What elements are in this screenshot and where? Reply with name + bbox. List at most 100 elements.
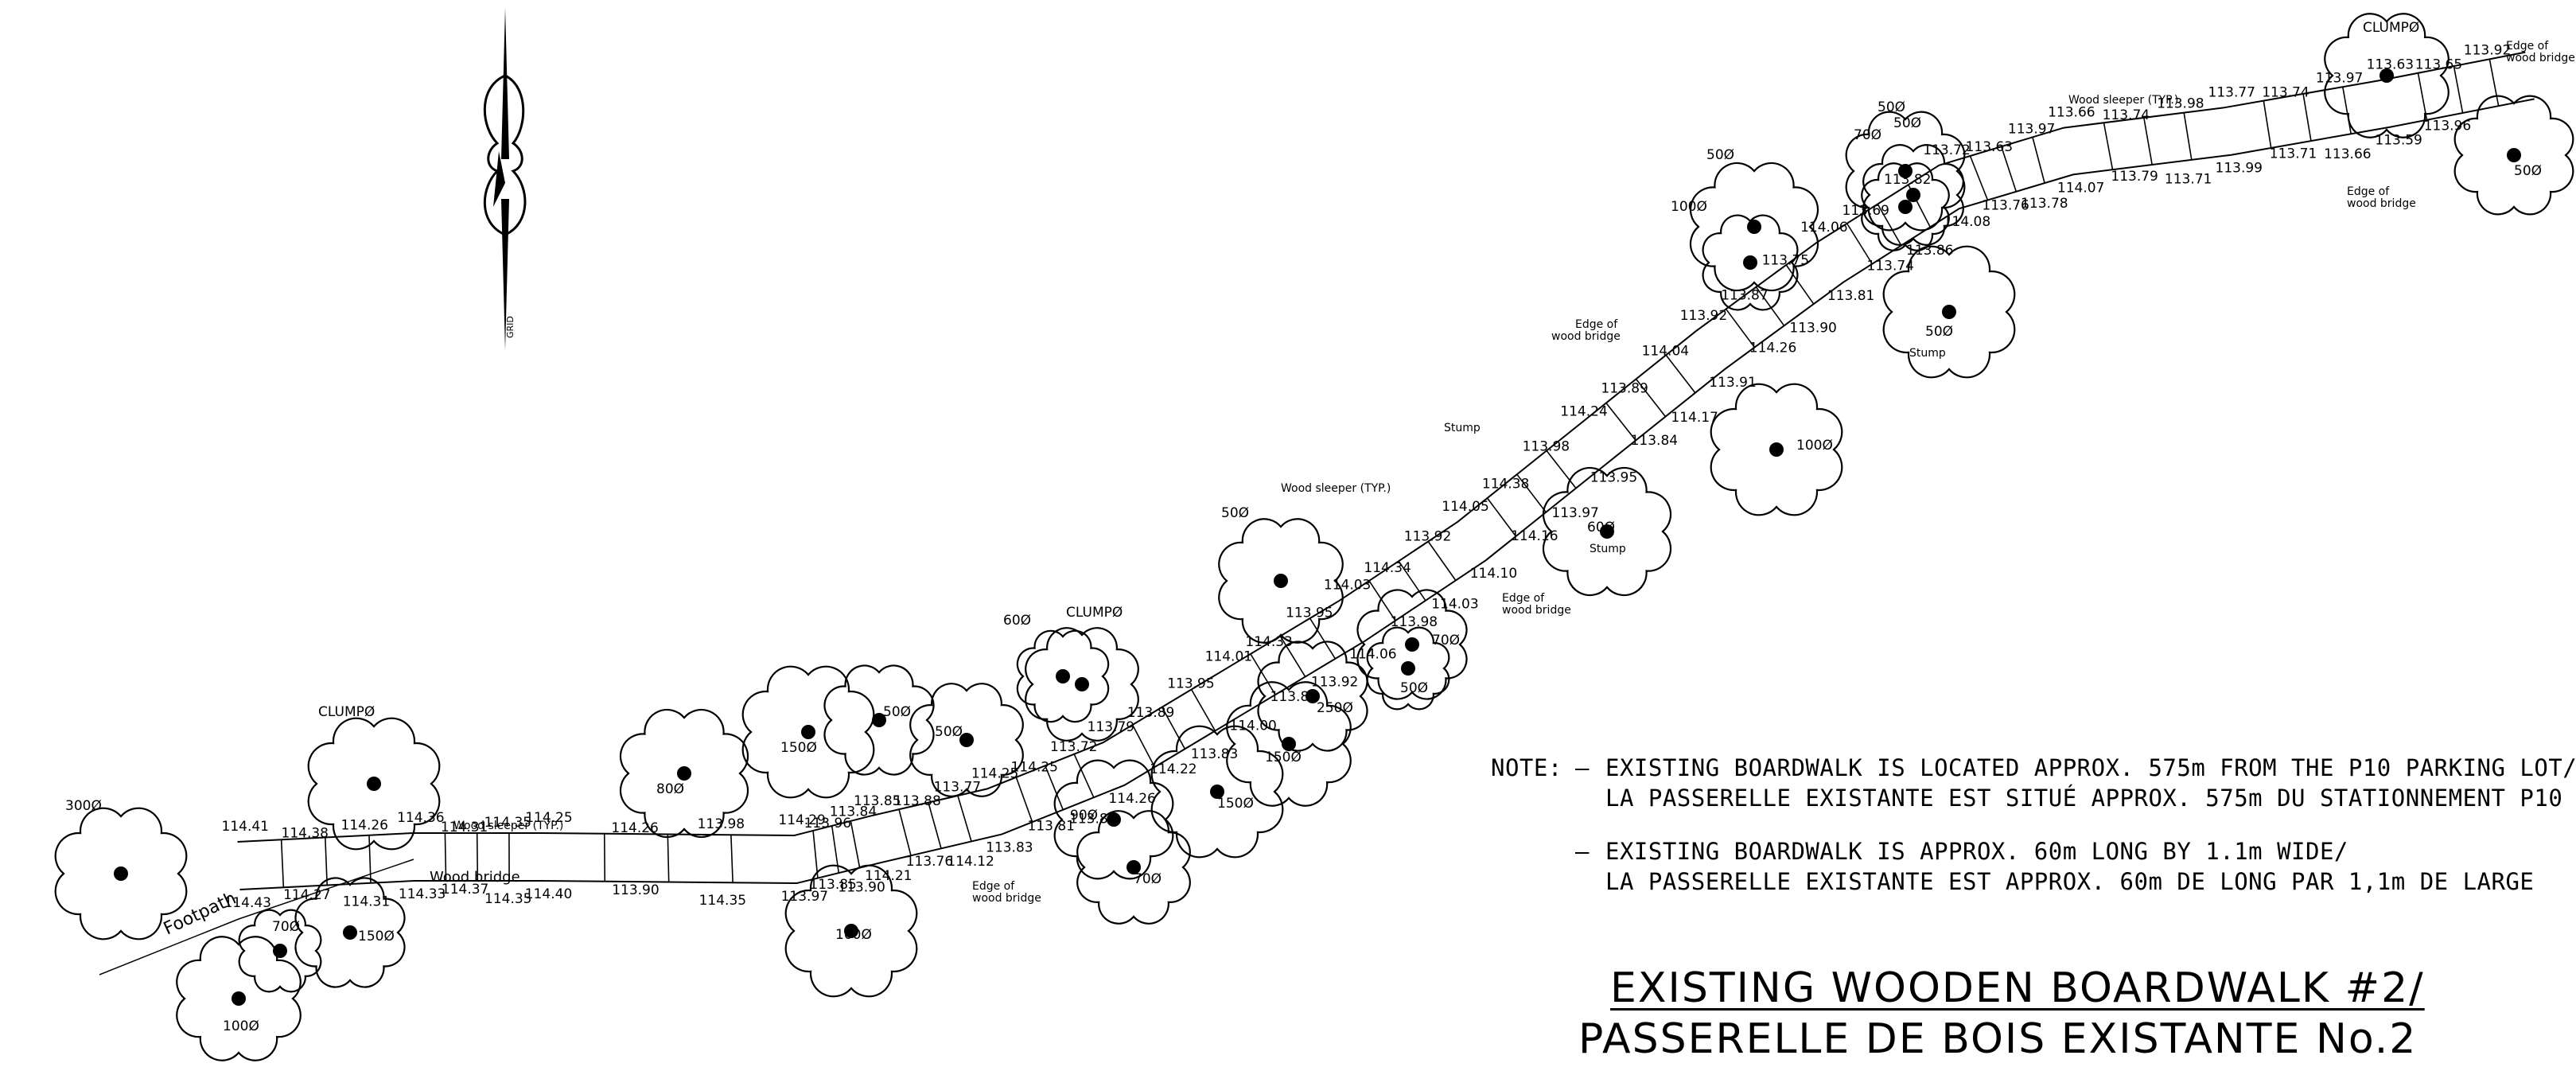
elevation-label: 114.26 [341,818,388,834]
wood-sleeper [2144,118,2152,165]
tree-trunk-icon [677,766,691,781]
tree-diameter-label: CLUMPØ [1066,605,1123,621]
wood-sleeper [813,831,818,878]
tree-trunk-icon [1075,677,1089,691]
note-dash-2: – [1575,838,1590,865]
tree-diameter-label: 150Ø [780,740,817,756]
tree-diameter-label: 100Ø [1796,438,1833,454]
edge-of-label: Edge of [972,880,1015,893]
elevation-label: 113.65 [2415,57,2462,73]
elevation-label: 113.74 [1867,258,1914,274]
edge-of-label: Edge of [1502,592,1545,605]
elevation-label: 113.66 [2324,146,2371,162]
wood-sleeper-label: Wood sleeper (TYP.) [453,820,563,832]
elevation-label: 113.98 [698,816,745,832]
elevation-label: 113.75 [1762,253,1809,269]
tree-diameter-label: 50Ø [1221,505,1249,521]
elevation-label: 114.25 [1011,760,1058,776]
elevation-label: 113.79 [2111,169,2158,185]
elevation-label: 113.86 [1906,243,1953,259]
wood-sleeper [1192,689,1216,730]
note-line-1b: LA PASSERELLE EXISTANTE EST SITUÉ APPROX… [1605,785,2562,812]
stump-label: Stump [1909,347,1946,360]
tree-diameter-label: CLUMPØ [2363,20,2419,36]
elevation-label: 113.81 [1827,288,1874,304]
tree-diameter-label: 70Ø [1134,871,1162,887]
wood-bridge-lc-label: wood bridge [2347,197,2416,210]
tree-diameter-label: 150Ø [1265,750,1302,765]
footpath-label: Footpath [161,889,239,940]
tree-diameter-label: 70Ø [1432,633,1460,648]
elevation-label: 113.74 [2103,107,2150,123]
tree-trunk-icon [232,991,246,1006]
wood-bridge-lc-label: wood bridge [1551,330,1621,343]
elevation-label: 114.41 [222,819,269,835]
tree-diameter-label: CLUMPØ [318,704,375,720]
tree-diameter-label: 50Ø [935,724,963,740]
wood-bridge-label: Wood bridge [430,869,520,886]
elevation-label: 114.08 [1944,214,1990,230]
tree-trunk-icon [343,925,357,940]
tree-diameter-label: 50Ø [883,704,911,720]
elevation-label: 113.83 [1191,746,1238,762]
elevation-label: 113.71 [2165,172,2212,188]
north-arrow-label: GRID [505,316,516,338]
wood-sleeper [2033,137,2045,183]
elevation-label: 113.97 [1551,505,1598,521]
wood-sleeper [2343,87,2351,134]
tree-diameter-label: 250Ø [1317,700,1353,716]
title-english: EXISTING WOODEN BOARDWALK #2/ [1610,964,2425,1012]
elevation-label: 114.12 [947,854,994,870]
wood-sleeper [1666,355,1695,392]
elevation-label: 113.97 [2316,71,2363,87]
note-line-1a: EXISTING BOARDWALK IS LOCATED APPROX. 57… [1605,754,2576,781]
tree-trunk-icon [2507,148,2521,162]
wood-sleeper [731,835,733,882]
wood-sleeper [2103,123,2112,169]
tree-diameter-label: 50Ø [1706,147,1734,163]
elevation-label: 113.80 [1069,812,1116,828]
elevation-label: 113.76 [906,854,953,870]
edge-of-label: Edge of [2506,40,2549,53]
wood-bridge-lc-label: wood bridge [1502,604,1571,617]
edge-of-label: Edge of [1575,318,1618,331]
elevation-label: 114.40 [525,886,572,902]
tree-diameter-label: 50Ø [1925,324,1953,340]
elevation-label: 113.63 [1966,139,2013,155]
note-line-2b: LA PASSERELLE EXISTANTE EST APPROX. 60m … [1605,868,2534,895]
wood-sleeper [282,839,284,887]
wood-sleeper [2453,66,2462,113]
wood-sleeper [1310,618,1336,659]
elevation-label: 113.72 [1050,739,1097,755]
elevation-label: 113.92 [1404,528,1451,544]
elevation-label: 114.26 [1749,341,1796,356]
tree-trunk-icon [1401,661,1415,676]
tree-diameter-label: 100Ø [1671,199,1707,215]
wood-sleeper [2184,113,2192,160]
elevation-label: 113.84 [1631,433,1678,449]
wood-bridge-lc-label: wood bridge [2506,52,2575,64]
tree-trunk-icon [1405,637,1419,652]
tree-trunk-icon [801,725,815,739]
tree-diameter-label: 80Ø [656,781,684,797]
tree-trunk-icon [273,944,287,958]
tree-diameter-label: 100Ø [835,927,872,943]
elevation-label: 113.81 [1270,689,1317,705]
elevation-label: 113.92 [2464,43,2511,59]
elevation-label: 114.00 [1229,718,1276,734]
elevation-label: 113.90 [1789,321,1836,337]
wood-sleeper [958,796,971,841]
wood-bridge-lc-label: wood bridge [972,892,1041,905]
stump-label: Stump [1590,543,1626,555]
elevation-label: 114.36 [397,810,444,826]
elevation-label: 113.79 [1088,719,1134,735]
elevation-label: 114.31 [343,894,390,910]
elevation-label: 113.66 [2048,105,2095,121]
wood-sleeper [1547,450,1576,488]
elevation-label: 114.33 [1245,634,1292,650]
tree-trunk-icon [1942,305,1956,319]
elevation-label: 113.95 [1167,676,1214,692]
elevation-label: 113.71 [2270,146,2317,162]
